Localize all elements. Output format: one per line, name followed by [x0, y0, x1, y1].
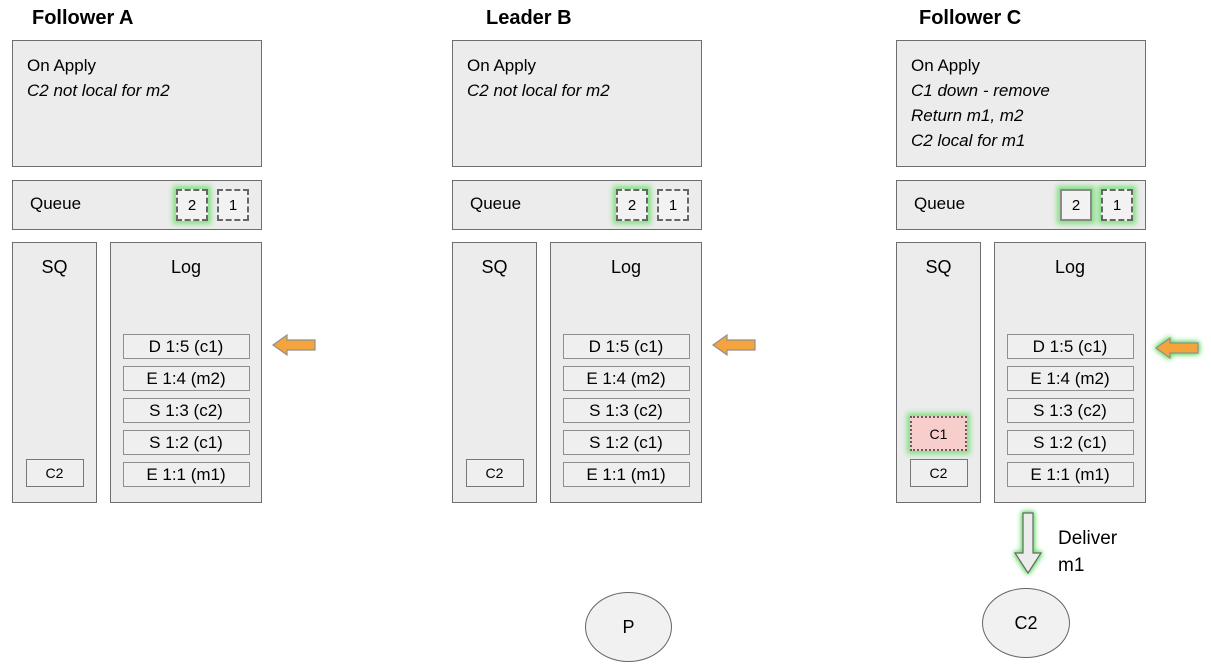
- sq-panel: SQ C2: [452, 242, 537, 503]
- log-entries: D 1:5 (c1) E 1:4 (m2) S 1:3 (c2) S 1:2 (…: [111, 334, 261, 487]
- log-entry: D 1:5 (c1): [122, 334, 250, 359]
- deliver-down-arrow-icon: [1014, 512, 1042, 574]
- node-follower-a: Follower A On Apply C2 not local for m2 …: [12, 0, 316, 669]
- sq-panel: SQ C1 C2: [896, 242, 981, 503]
- sq-items: C2: [453, 459, 536, 487]
- queue-slot-1: 1: [657, 189, 689, 221]
- sq-item-c2: C2: [25, 459, 84, 487]
- on-apply-heading: On Apply: [911, 56, 980, 75]
- log-entry: S 1:3 (c2): [122, 398, 250, 423]
- log-label: Log: [170, 257, 202, 277]
- apply-pointer-arrow-icon: [272, 333, 316, 357]
- apply-pointer-arrow-icon: [712, 333, 756, 357]
- log-panel: Log D 1:5 (c1) E 1:4 (m2) S 1:3 (c2) S 1…: [550, 242, 702, 503]
- log-label: Log: [1054, 257, 1086, 277]
- queue-items: 2 1: [1060, 189, 1133, 221]
- log-panel: Log D 1:5 (c1) E 1:4 (m2) S 1:3 (c2) S 1…: [110, 242, 262, 503]
- log-entry: E 1:1 (m1): [562, 462, 690, 487]
- queue-slot-1: 1: [1101, 189, 1133, 221]
- log-entry: D 1:5 (c1): [562, 334, 690, 359]
- consumer-label: C2: [1014, 612, 1038, 633]
- log-entry: S 1:2 (c1): [1006, 430, 1134, 455]
- sq-item-c2: C2: [465, 459, 524, 487]
- sq-items: C2: [13, 459, 96, 487]
- log-entry: E 1:4 (m2): [1006, 366, 1134, 391]
- on-apply-note: C2 not local for m2: [467, 81, 610, 100]
- node-title: Leader B: [486, 7, 572, 29]
- on-apply-note: C2 not local for m2: [27, 81, 170, 100]
- process-label: P: [622, 616, 635, 637]
- log-entry: S 1:3 (c2): [562, 398, 690, 423]
- sq-label: SQ: [41, 257, 68, 277]
- sq-item-c2: C2: [909, 459, 968, 487]
- log-entry: E 1:1 (m1): [122, 462, 250, 487]
- log-entry: E 1:1 (m1): [1006, 462, 1134, 487]
- queue-slot-2: 2: [616, 189, 648, 221]
- log-entry: S 1:2 (c1): [122, 430, 250, 455]
- log-entry: S 1:3 (c2): [1006, 398, 1134, 423]
- queue-items: 2 1: [616, 189, 689, 221]
- queue-slot-2: 2: [176, 189, 208, 221]
- log-label: Log: [610, 257, 642, 277]
- apply-pointer-arrow-icon: [1155, 336, 1199, 360]
- log-entry: D 1:5 (c1): [1006, 334, 1134, 359]
- queue-label: Queue: [470, 194, 522, 213]
- queue-items: 2 1: [176, 189, 249, 221]
- on-apply-note: Return m1, m2: [911, 106, 1024, 125]
- queue-panel: Queue 2 1: [452, 180, 702, 230]
- on-apply-note: C2 local for m1: [911, 131, 1026, 150]
- node-title: Follower C: [919, 7, 1022, 29]
- log-entry: E 1:4 (m2): [122, 366, 250, 391]
- log-entries: D 1:5 (c1) E 1:4 (m2) S 1:3 (c2) S 1:2 (…: [551, 334, 701, 487]
- deliver-label: Deliver m1: [1058, 525, 1117, 579]
- on-apply-heading: On Apply: [467, 56, 536, 75]
- consumer-ellipse: C2: [982, 588, 1070, 658]
- on-apply-note: C1 down - remove: [911, 81, 1050, 100]
- process-ellipse: P: [585, 592, 672, 662]
- queue-slot-1: 1: [217, 189, 249, 221]
- node-title: Follower A: [32, 7, 134, 29]
- on-apply-panel: On Apply C2 not local for m2: [452, 40, 702, 167]
- queue-slot-2: 2: [1060, 189, 1092, 221]
- log-entry: S 1:2 (c1): [562, 430, 690, 455]
- queue-panel: Queue 2 1: [896, 180, 1146, 230]
- on-apply-panel: On Apply C2 not local for m2: [12, 40, 262, 167]
- log-panel: Log D 1:5 (c1) E 1:4 (m2) S 1:3 (c2) S 1…: [994, 242, 1146, 503]
- node-leader-b: Leader B On Apply C2 not local for m2 Qu…: [452, 0, 756, 669]
- sq-label: SQ: [925, 257, 952, 277]
- sq-panel: SQ C2: [12, 242, 97, 503]
- log-entries: D 1:5 (c1) E 1:4 (m2) S 1:3 (c2) S 1:2 (…: [995, 334, 1145, 487]
- queue-panel: Queue 2 1: [12, 180, 262, 230]
- sq-item-c1-down: C1: [910, 416, 967, 451]
- sq-label: SQ: [481, 257, 508, 277]
- queue-label: Queue: [914, 194, 966, 213]
- node-follower-c: Follower C On Apply C1 down - remove Ret…: [896, 0, 1199, 669]
- log-entry: E 1:4 (m2): [562, 366, 690, 391]
- deliver-label-line1: Deliver: [1058, 528, 1118, 549]
- on-apply-panel: On Apply C1 down - remove Return m1, m2 …: [896, 40, 1146, 167]
- on-apply-heading: On Apply: [27, 56, 96, 75]
- queue-label: Queue: [30, 194, 82, 213]
- sq-items: C1 C2: [897, 416, 980, 487]
- deliver-label-line2: m1: [1058, 555, 1085, 576]
